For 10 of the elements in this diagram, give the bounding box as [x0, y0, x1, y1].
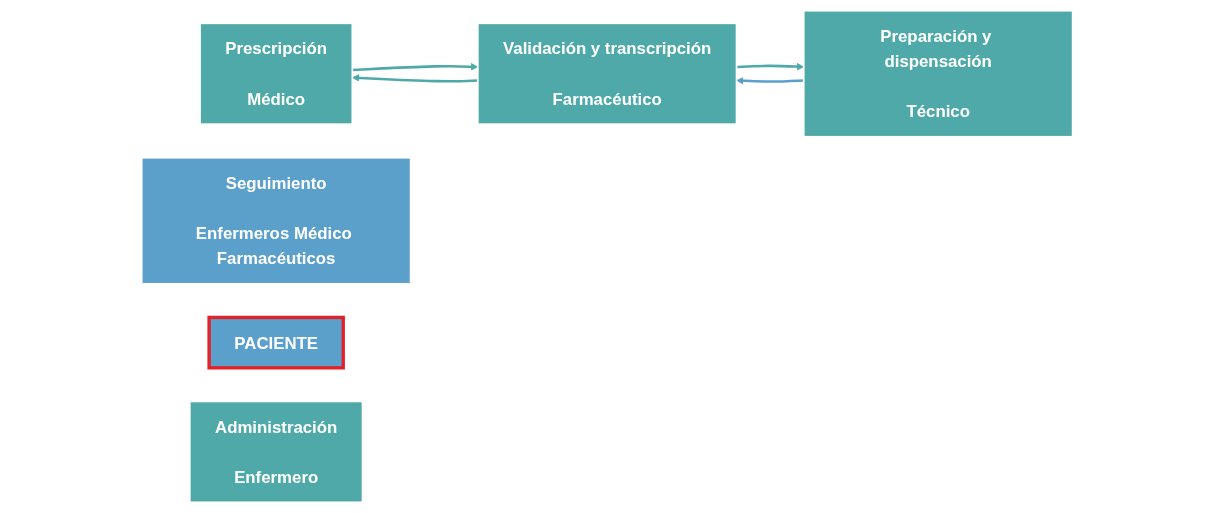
arrow: [736, 63, 805, 71]
node-box: Prescripción Médico: [199, 22, 354, 125]
arrow: [352, 63, 479, 72]
node-box: Validación y transcripción Farmacéutico: [477, 22, 738, 125]
arrow: [352, 74, 479, 83]
node-box: Administración Enfermero: [189, 400, 364, 504]
node-box: Preparación y dispensación Técnico: [803, 9, 1074, 138]
node-box: Seguimiento Enfermeros Médico Farmacéuticos: [141, 156, 412, 285]
arrow: [736, 77, 805, 85]
node-box: PACIENTE: [207, 315, 346, 370]
